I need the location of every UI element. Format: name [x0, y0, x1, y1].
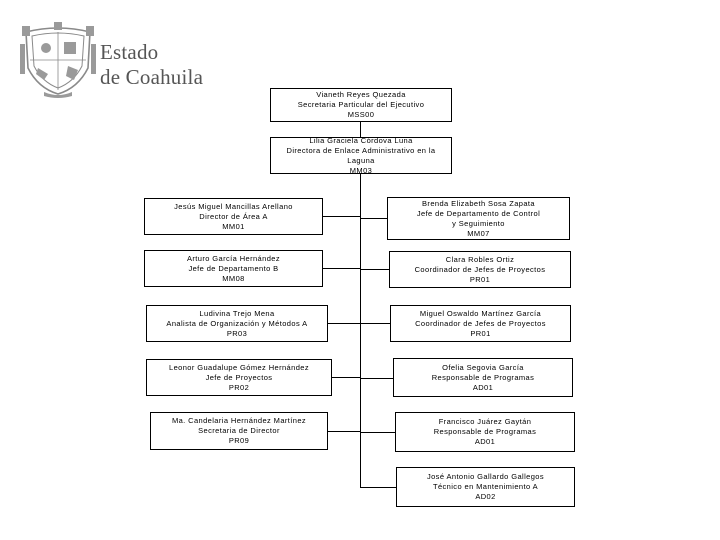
box-title: Secretaria de Director: [198, 426, 280, 435]
box-name: Lilia Graciela Córdova Luna: [309, 135, 413, 145]
box-title: Jefe de Departamento B: [188, 263, 279, 273]
box-name: Francisco Juárez Gaytán: [438, 417, 532, 426]
box-name: Clara Robles Ortiz: [445, 254, 515, 264]
box-title: Analista de Organización y Métodos A: [166, 318, 308, 328]
org-box-right-6: José Antonio Gallardo Gallegos Técnico e…: [396, 467, 575, 507]
box-code: MM03: [349, 165, 373, 175]
org-box-right-1: Brenda Elizabeth Sosa Zapata Jefe de Dep…: [387, 197, 570, 240]
org-box-top: Vianeth Reyes Quezada Secretaria Particu…: [270, 88, 452, 122]
box-code: PR01: [470, 328, 491, 338]
box-code: PR01: [469, 274, 491, 284]
box-title: Jefe de Departamento de Control: [416, 208, 541, 218]
box-title: Coordinador de Jefes de Proyectos: [415, 318, 546, 328]
box-title: Técnico en Mantenimiento A: [432, 482, 539, 491]
box-title: Directora de Enlace Administrativo en la: [286, 145, 436, 155]
org-box-left-4: Leonor Guadalupe Gómez Hernández Jefe de…: [146, 359, 332, 396]
box-title-cont: Laguna: [347, 155, 375, 165]
box-code: MSS00: [347, 110, 375, 119]
box-name: Leonor Guadalupe Gómez Hernández: [169, 362, 309, 372]
box-title: Responsable de Programas: [433, 427, 537, 436]
brand-line-1: Estado: [100, 40, 159, 64]
org-box-left-3: Ludivina Trejo Mena Analista de Organiza…: [146, 305, 328, 342]
box-name: Miguel Oswaldo Martínez García: [419, 308, 542, 318]
org-box-right-2: Clara Robles Ortiz Coordinador de Jefes …: [389, 251, 571, 288]
org-box-right-5: Francisco Juárez Gaytán Responsable de P…: [395, 412, 575, 452]
box-name: Ma. Candelaria Hernández Martínez: [171, 416, 307, 425]
box-code: AD01: [474, 437, 496, 446]
org-box-right-3: Miguel Oswaldo Martínez García Coordinad…: [390, 305, 571, 342]
box-title-cont: y Seguimiento: [452, 218, 505, 228]
box-name: Arturo García Hernández: [187, 253, 280, 263]
box-code: MM01: [222, 221, 245, 231]
box-title: Responsable de Programas: [431, 372, 535, 382]
box-code: AD02: [475, 492, 496, 501]
box-name: Ofelia Segovia García: [442, 362, 524, 372]
coat-of-arms-icon: [20, 22, 96, 98]
box-name: Ludivina Trejo Mena: [199, 308, 275, 318]
box-name: José Antonio Gallardo Gallegos: [426, 472, 545, 481]
box-name: Jesús Miguel Mancillas Arellano: [174, 201, 293, 211]
box-name: Vianeth Reyes Quezada: [316, 90, 406, 99]
org-box-left-5: Ma. Candelaria Hernández Martínez Secret…: [150, 412, 328, 450]
brand-title: Estado de Coahuila: [100, 40, 203, 90]
org-box-left-1: Jesús Miguel Mancillas Arellano Director…: [144, 198, 323, 235]
org-box-second: Lilia Graciela Córdova Luna Directora de…: [270, 135, 452, 175]
box-code: AD01: [472, 382, 494, 392]
box-title: Jefe de Proyectos: [205, 372, 273, 382]
box-title: Director de Área A: [199, 211, 268, 221]
box-title: Secretaria Particular del Ejecutivo: [297, 100, 425, 109]
box-code: MM07: [467, 228, 490, 238]
org-box-right-4: Ofelia Segovia García Responsable de Pro…: [393, 358, 573, 397]
org-box-left-2: Arturo García Hernández Jefe de Departam…: [144, 250, 323, 287]
box-title: Coordinador de Jefes de Proyectos: [414, 264, 546, 274]
box-code: PR02: [228, 382, 250, 392]
box-name: Brenda Elizabeth Sosa Zapata: [422, 198, 535, 208]
brand-line-2: de Coahuila: [100, 65, 204, 89]
box-code: MM08: [222, 273, 245, 283]
box-code: PR09: [228, 436, 250, 445]
box-code: PR03: [226, 328, 248, 338]
